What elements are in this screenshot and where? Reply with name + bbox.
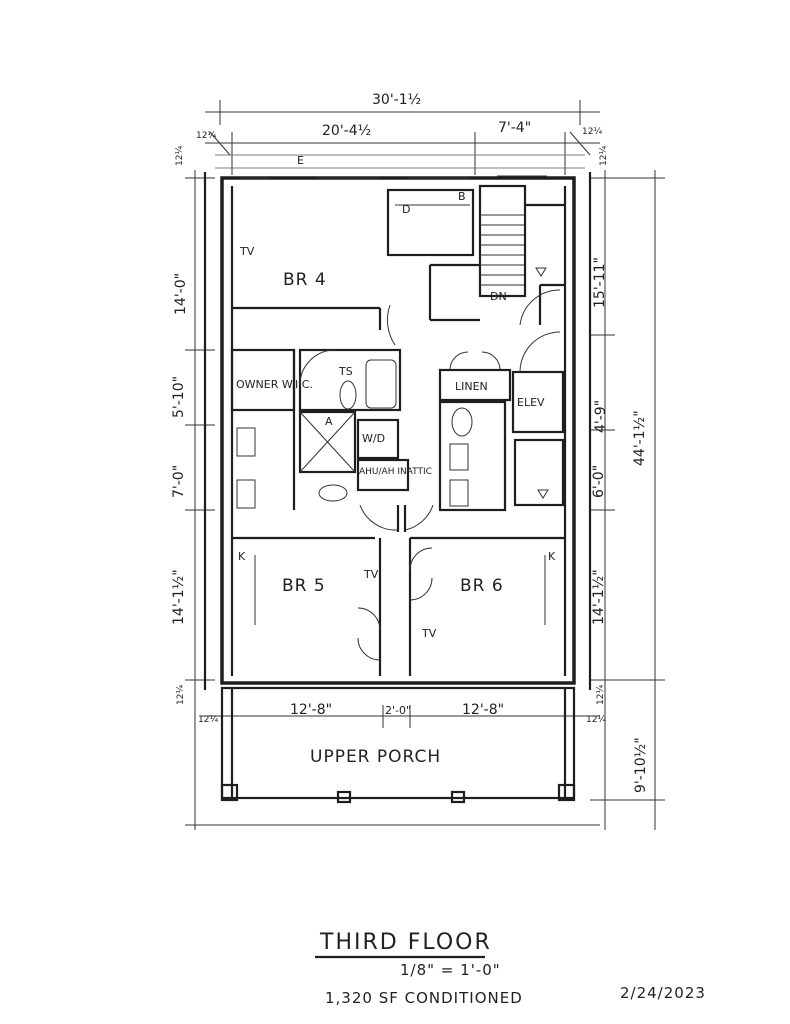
mark-a-1: A	[325, 415, 333, 428]
room-label-owner-wic: OWNER W.I.C.	[236, 378, 313, 391]
dim-offset-tr: 12¼	[582, 127, 602, 137]
upper-porch-zone	[220, 686, 576, 804]
room-label-br4: BR 4	[283, 270, 327, 290]
hall-zone	[359, 331, 565, 532]
dim-right-stair: 15'-11"	[592, 257, 608, 308]
mark-d: D	[402, 203, 410, 216]
dim-bottom-left-offset: 12¼	[198, 715, 218, 725]
room-label-br5: BR 5	[282, 576, 326, 596]
exterior-walls	[203, 154, 592, 690]
dim-bottom-br5: 12'-8"	[290, 702, 332, 718]
top-windows	[240, 175, 547, 179]
room-label-upper-porch: UPPER PORCH	[310, 747, 441, 767]
mark-tv-br4: TV	[239, 245, 255, 258]
owner-bath-zone	[230, 348, 410, 510]
dim-right-elev: 4'-9"	[593, 400, 609, 433]
br4-zone	[232, 188, 480, 346]
room-label-br6: BR 6	[460, 576, 504, 596]
label-dn: DN	[490, 290, 507, 303]
dim-overall-width: 30'-1½	[372, 92, 421, 108]
left-dimension-lines	[185, 170, 600, 830]
mark-k-br5: K	[238, 550, 246, 563]
mark-tv-br5: TV	[363, 568, 379, 581]
room-label-ahu: AHU/AH INATTIC	[359, 467, 432, 477]
dim-right-total: 44'-1½"	[632, 410, 648, 466]
dim-left-porch-offset: 12¼	[176, 685, 186, 705]
mark-e: E	[297, 154, 304, 167]
dim-left-bath: 7'-0"	[171, 465, 187, 498]
dim-bottom-br6: 12'-8"	[462, 702, 504, 718]
dim-bottom-mid: 2'-0"	[385, 704, 411, 717]
dim-offset-right-top: 12¼	[599, 146, 609, 166]
dim-left-br5: 14'-1½"	[171, 569, 187, 625]
mark-ts: TS	[338, 365, 353, 378]
dim-offset-left-top: 12¼	[175, 146, 185, 166]
title-block-scale: 1/8" = 1'-0"	[400, 961, 501, 979]
dim-right-bath: 6'-0"	[591, 465, 607, 498]
dim-right-span: 7'-4"	[498, 120, 531, 136]
mark-k-br6: K	[548, 550, 556, 563]
dim-right-br6: 14'-1½"	[591, 569, 607, 625]
mark-tv-br6: TV	[421, 627, 437, 640]
dim-left-closet: 5'-10"	[171, 376, 187, 418]
mark-b: B	[458, 190, 466, 203]
room-label-elev: ELEV	[517, 396, 545, 409]
room-label-wd: W/D	[362, 432, 385, 445]
dim-left-span: 20'-4½	[322, 123, 371, 139]
title-block-title: THIRD FLOOR	[319, 930, 492, 955]
title-block-date: 2/24/2023	[620, 984, 706, 1002]
stair-zone	[478, 184, 565, 326]
dim-right-porch-offset: 12¼	[596, 685, 606, 705]
dim-offset-tl: 12¼	[196, 131, 216, 141]
right-dimension-lines	[590, 170, 665, 830]
bedrooms-zone	[232, 536, 565, 676]
top-dimension-lines	[205, 100, 600, 175]
dim-bottom-right-offset: 12¼	[586, 715, 606, 725]
dim-right-porch: 9'-10½"	[633, 737, 649, 793]
title-block-area: 1,320 SF CONDITIONED	[325, 989, 523, 1007]
dim-left-br4: 14'-0"	[173, 273, 189, 315]
room-label-linen: LINEN	[455, 380, 488, 393]
